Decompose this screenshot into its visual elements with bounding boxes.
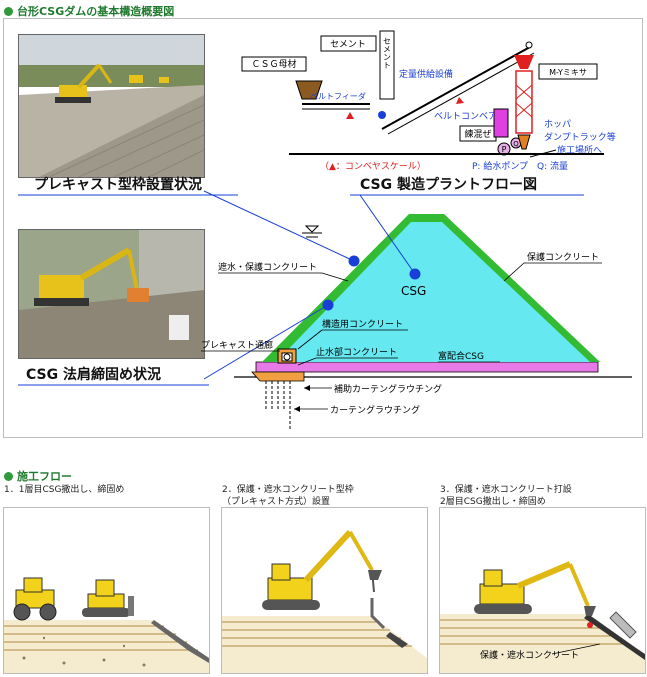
excavator-icon (262, 529, 382, 610)
dam-csg-label: CSG (401, 284, 426, 298)
form-icon (609, 611, 637, 639)
leader-plant (359, 194, 416, 275)
step-panel-3: 保護・遮水コンクリート (439, 507, 646, 674)
step-panel-2 (221, 507, 428, 674)
label-csg-plant-flow: CSG 製造プラントフロー図 (360, 177, 537, 193)
rich-csg-layer (255, 361, 599, 373)
belt-conveyor-label: ベルトコンベア (434, 112, 497, 122)
quantitative-feeder-label: 定量供給設備 (399, 68, 453, 80)
photo-compaction-image (19, 230, 204, 358)
photo-csg-compaction (18, 229, 205, 359)
precast-form-icon (370, 598, 386, 630)
structural-label: 構造用コンクリート (322, 318, 403, 330)
scale-marker-1 (346, 112, 354, 119)
rich-csg-label: 富配合CSG (438, 350, 484, 362)
impervious-label: 遮水・保護コンクリート (218, 261, 317, 273)
belt-conveyor-line (381, 46, 531, 130)
gallery-label: プレキャスト通廊 (201, 339, 273, 351)
step-1-illustration (4, 577, 209, 673)
mixer-hopper (517, 134, 531, 150)
dam-section: CSG 遮水・保護コンクリート 保護コンクリート プレキャスト通廊 構造用コンク… (201, 190, 632, 431)
plant-legend: P: 給水ポンプ Q: 流量 (472, 160, 568, 172)
csg-base-label: ＣＳＧ母材 (251, 58, 296, 70)
mixer-top-hopper (514, 55, 534, 69)
foundation-concrete (251, 371, 305, 382)
csg-base-hopper (295, 80, 323, 100)
plant-flow: セメント セメント ＣＳＧ母材 ベルトフィーダ 定量供給設備 ベルトコンベア (241, 30, 616, 172)
section-title: 台形CSGダムの基本構造概要図 (17, 5, 175, 18)
cement-label-box (320, 35, 377, 52)
protect-label: 保護コンクリート (527, 251, 599, 263)
leader-compaction (203, 304, 329, 380)
bullet-icon (4, 471, 13, 481)
feeder-valve-icon (378, 111, 386, 119)
mixing-label: 練混ぜ (464, 128, 491, 140)
hopper-label: ホッパ (544, 119, 571, 130)
water-tank (493, 108, 509, 138)
step-caption-1: 1．1層目CSG撒出し、締固め (4, 485, 125, 495)
cement-silo-label: セメント (383, 37, 392, 69)
step-caption-2: 2．保護・遮水コンクリート型枠 （プレキャスト方式）設置 (222, 485, 354, 507)
aux-grouting-label: 補助カーテングラウチング (334, 383, 442, 395)
leader-precast (203, 190, 355, 262)
step3-label: 保護・遮水コンクリート (480, 649, 579, 661)
grouting-lines (265, 381, 291, 431)
dump-truck-label: ダンプトラック等 (544, 131, 616, 143)
step-panel-1 (3, 507, 210, 674)
dam-diagram: セメント セメント ＣＳＧ母材 ベルトフィーダ 定量供給設備 ベルトコンベア (18, 30, 632, 431)
cement-silo (379, 30, 395, 100)
step-3-illustration: 保護・遮水コンクリート (440, 561, 645, 673)
section-title: 施工フロー (17, 470, 72, 483)
dam-body (276, 222, 590, 362)
mixer-label: M-Yミキサ (549, 68, 587, 77)
belt-feeder-label: ベルトフィーダ (310, 91, 366, 101)
cement-label: セメント (330, 39, 366, 50)
label-csg-compaction: CSG 法肩締固め状況 (26, 367, 161, 383)
section-header-flow: 施工フロー (4, 468, 72, 484)
step-2-illustration (222, 529, 427, 673)
bullet-icon (4, 6, 13, 16)
roller-icon (13, 577, 57, 621)
csg-base-box (241, 56, 307, 72)
waterstop-label: 止水部コンクリート (316, 346, 397, 358)
label-precast-setup: プレキャスト型枠設置状況 (34, 177, 202, 193)
water-level-icon (304, 225, 320, 233)
photo-precast-image (19, 35, 204, 177)
curtain-grouting-label: カーテングラウチング (330, 404, 420, 416)
mixer-box (538, 63, 598, 80)
pump-mark: P (502, 145, 507, 154)
structure-panel: プレキャスト型枠設置状況 CSG 製造プラントフロー図 CSG 法肩締固め状況 … (3, 18, 643, 438)
dozer-icon (82, 579, 134, 617)
section-header-structure: 台形CSGダムの基本構造概要図 (4, 3, 174, 19)
mixer-tower (515, 70, 533, 134)
scale-marker-2 (456, 97, 464, 104)
photo-precast-setup (18, 34, 205, 178)
conveyor-scale-note: （▲：コンベヤスケール） (320, 161, 426, 172)
excavator-icon (474, 561, 596, 616)
flow-mark: Q (513, 140, 519, 148)
step-caption-3: 3．保護・遮水コンクリート打設 2層目CSG撒出し・締固め (440, 485, 572, 507)
